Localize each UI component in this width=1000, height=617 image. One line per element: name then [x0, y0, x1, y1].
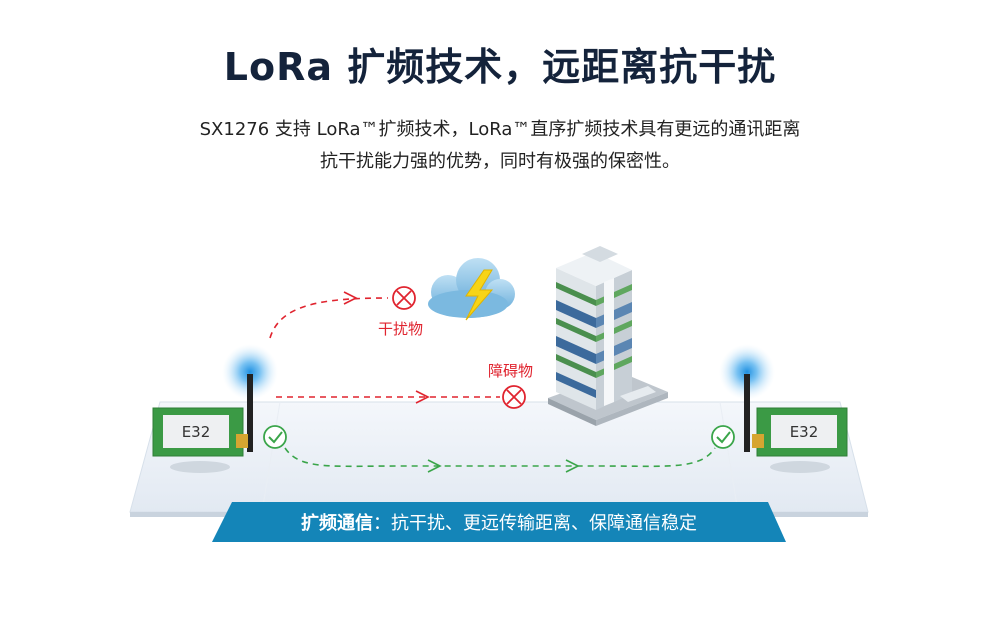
description-line-2: 抗干扰能力强的优势，同时有极强的保密性。: [320, 151, 680, 172]
interference-path: 干扰物: [269, 286, 423, 339]
description-line-1: SX1276 支持 LoRa™扩频技术，LoRa™直序扩频技术具有更远的通讯距离: [199, 119, 801, 140]
page-title: LoRa 扩频技术，远距离抗干扰: [223, 45, 777, 89]
check-icon: [711, 425, 735, 449]
signal-glow: [222, 344, 278, 400]
left-module-label: E32: [182, 423, 211, 441]
feature-banner: 扩频通信 ： 抗干扰、更远传输距离、保障通信稳定: [212, 502, 786, 542]
successful-path: [263, 425, 735, 473]
interference-label: 干扰物: [378, 320, 423, 338]
antenna-icon: [744, 374, 750, 452]
blocked-icon: [502, 385, 526, 409]
obstacle-label: 障碍物: [488, 362, 533, 380]
storm-cloud-icon: [428, 258, 515, 321]
banner-separator: ：: [373, 513, 391, 534]
banner-highlight: 扩频通信: [301, 513, 373, 534]
right-module-label: E32: [790, 423, 819, 441]
banner-text: 抗干扰、更远传输距离、保障通信稳定: [391, 513, 697, 534]
building-icon: [548, 246, 668, 426]
right-lora-module: E32: [719, 344, 848, 473]
left-lora-module: E32: [152, 344, 278, 473]
check-icon: [263, 425, 287, 449]
obstacle-path: 障碍物: [276, 362, 533, 409]
antenna-icon: [247, 374, 253, 452]
description: SX1276 支持 LoRa™扩频技术，LoRa™直序扩频技术具有更远的通讯距离…: [150, 114, 850, 178]
signal-glow: [719, 344, 775, 400]
banner-background: [212, 502, 786, 542]
blocked-icon: [392, 286, 416, 310]
